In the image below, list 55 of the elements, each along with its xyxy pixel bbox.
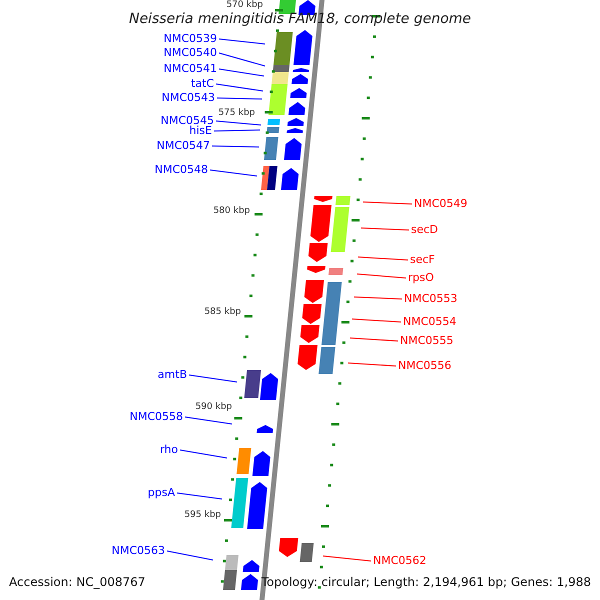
tick-label: 585 kbp [204,308,241,317]
gene-label: NMC0549 [414,198,468,209]
gene-label: secF [410,254,435,265]
leader-line [188,374,238,382]
genome-info-text: Topology: circular; Length: 2,194,961 bp; Genes: 1,988 [261,576,591,588]
leader-line [216,120,262,126]
leader-line [216,98,262,100]
gene-label: NMC0555 [400,335,454,346]
gene-label: NMC0562 [373,555,426,566]
diagram-title: Neisseria meningitidis FAM18, complete genome [128,12,472,26]
tick-label: 595 kbp [184,511,221,520]
leader-line [354,296,402,300]
leader-line [352,318,402,322]
tick-label: 590 kbp [195,403,232,412]
gene-label: amtB [158,369,187,380]
leader-line [348,362,396,366]
gene-label: NMC0556 [398,360,452,371]
leader-line [218,52,266,66]
leader-line [322,556,372,562]
leader-line [358,256,408,260]
gene-label: NMC0547 [156,140,210,151]
leader-line [350,338,398,342]
gene-label: NMC0553 [404,293,458,304]
leader-line [218,68,264,76]
tick-label: 570 kbp [226,1,263,10]
gene-label: NMC0540 [164,47,217,58]
gene-label: NMC0543 [162,92,215,103]
leader-line [216,84,264,92]
gene-label: NMC0541 [164,63,217,74]
gene-label: secD [411,224,438,235]
gene-label: hisE [189,125,212,136]
leader-line [210,170,258,176]
tick-label: 575 kbp [218,109,255,118]
tick-label: 580 kbp [213,207,250,216]
leader-line [184,416,232,424]
leader-line [356,274,406,278]
leader-line [212,146,260,148]
accession-text: Accession: NC_008767 [9,576,146,588]
leader-line [180,450,228,458]
gene-label: NMC0554 [403,316,456,327]
leader-line [166,550,214,560]
leader-line [360,228,410,230]
gene-label: NMC0539 [164,33,217,44]
gene-label: rho [160,444,178,455]
gene-label: NMC0548 [154,164,208,175]
leader-line [362,202,412,204]
gene-label: ppsA [148,487,175,498]
gene-label: tatC [190,78,214,89]
gene-label: rpsO [408,272,434,283]
leader-line [218,38,266,44]
leader-line [214,130,260,132]
gene-label: NMC0545 [160,115,214,126]
gene-label: NMC0558 [130,411,183,422]
leader-line [176,492,222,500]
gene-label: NMC0563 [112,545,165,556]
